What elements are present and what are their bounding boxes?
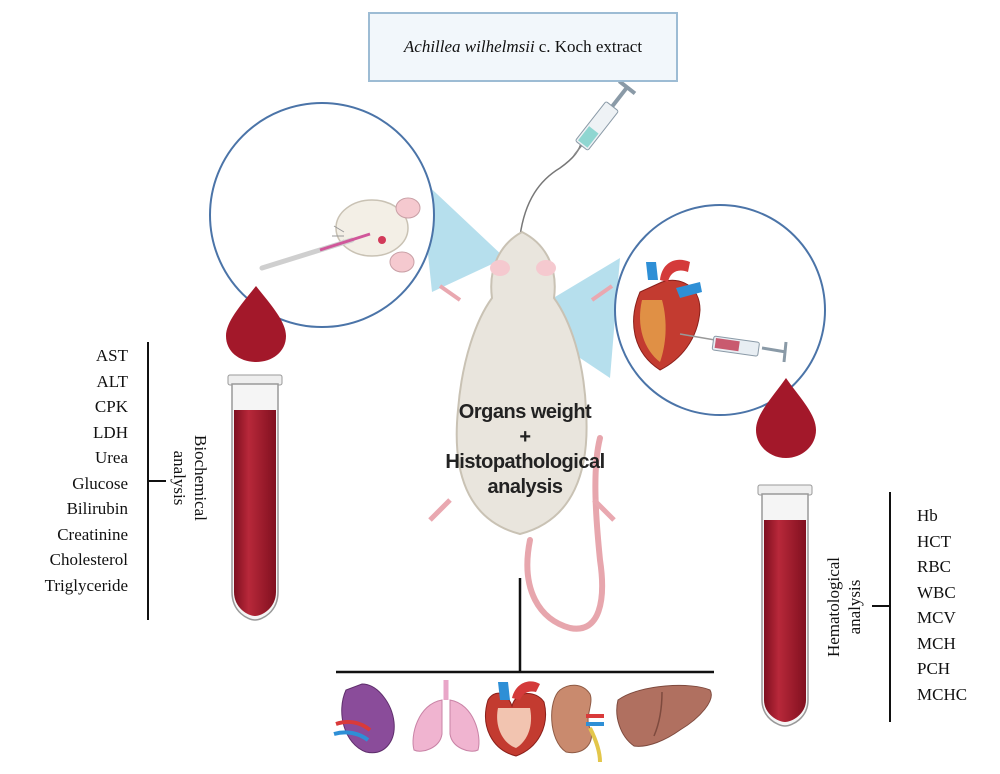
biochemical-label-line2: analysis xyxy=(170,450,189,506)
mouse-icon xyxy=(428,230,616,632)
hematological-item: WBC xyxy=(917,582,956,602)
hematological-item: Hb xyxy=(917,506,938,525)
organ-heart-icon xyxy=(485,681,546,757)
syringe-icon xyxy=(679,333,788,363)
biochemical-item: LDH xyxy=(93,422,128,442)
left-zoom-beam xyxy=(420,178,505,292)
center-line-4: analysis xyxy=(487,476,563,498)
biochemical-item: Creatinine xyxy=(57,524,128,544)
biochemical-label: Biochemical analysis xyxy=(165,418,211,538)
hematological-label-line2: analysis xyxy=(845,579,864,635)
biochemical-item: Triglyceride xyxy=(44,575,128,595)
hematological-item: MCHC xyxy=(917,684,968,704)
hematological-item: PCH xyxy=(917,659,951,678)
kidney-icon xyxy=(551,684,604,763)
hematological-item: RBC xyxy=(917,557,952,576)
gavage-tube-icon xyxy=(259,232,371,271)
hematological-list: Hb HCT RBC WBC MCV MCH PCH MCHC xyxy=(917,503,987,707)
liver-icon xyxy=(616,684,712,747)
extract-title-box: Achillea wilhelmsii c. Koch extract xyxy=(368,12,678,82)
mouse-tail xyxy=(524,435,606,632)
extract-species-name: Achillea wilhelmsii xyxy=(403,37,535,56)
hematological-item: MCH xyxy=(917,633,956,653)
injection-syringe-icon xyxy=(519,79,637,237)
biochemical-item: CPK xyxy=(94,397,128,416)
heart-icon xyxy=(633,259,702,371)
right-zoom-beam xyxy=(520,258,620,378)
center-line-2: + xyxy=(519,426,531,448)
hematological-label: Hematological analysis xyxy=(823,547,869,667)
biochemical-item: AST xyxy=(95,346,128,365)
lungs-icon xyxy=(412,680,480,752)
blood-drop-right-icon xyxy=(756,378,816,458)
gavage-circle xyxy=(209,102,435,328)
biochemical-item: Urea xyxy=(94,448,128,467)
biochemical-list: AST ALT CPK LDH Urea Glucose Bilirubin C… xyxy=(20,343,128,598)
biochemical-bracket xyxy=(147,342,166,620)
blood-drop-left-icon xyxy=(226,286,286,362)
hematological-label-line1: Hematological xyxy=(824,556,843,658)
hematological-bracket xyxy=(872,492,891,722)
cardiac-puncture-circle xyxy=(614,204,826,416)
extract-suffix: c. Koch extract xyxy=(538,37,643,56)
center-caption: Organs weight + Histopathological analys… xyxy=(410,400,640,500)
biochemical-item: ALT xyxy=(96,371,129,391)
center-line-3: Histopathological xyxy=(445,451,605,473)
biochemical-item: Glucose xyxy=(72,473,128,493)
mouse-head-icon xyxy=(332,197,421,273)
center-line-1: Organs weight xyxy=(458,401,592,423)
spleen-icon xyxy=(333,683,395,754)
hematological-item: HCT xyxy=(917,531,951,551)
organ-tree-connector xyxy=(336,578,714,674)
biochemical-item: Bilirubin xyxy=(66,499,128,518)
biochemical-label-line1: Biochemical xyxy=(191,435,210,521)
blood-tube-right-icon xyxy=(757,484,813,727)
hematological-item: MCV xyxy=(917,608,956,627)
biochemical-item: Cholesterol xyxy=(49,550,128,569)
blood-tube-left-icon xyxy=(227,374,283,621)
